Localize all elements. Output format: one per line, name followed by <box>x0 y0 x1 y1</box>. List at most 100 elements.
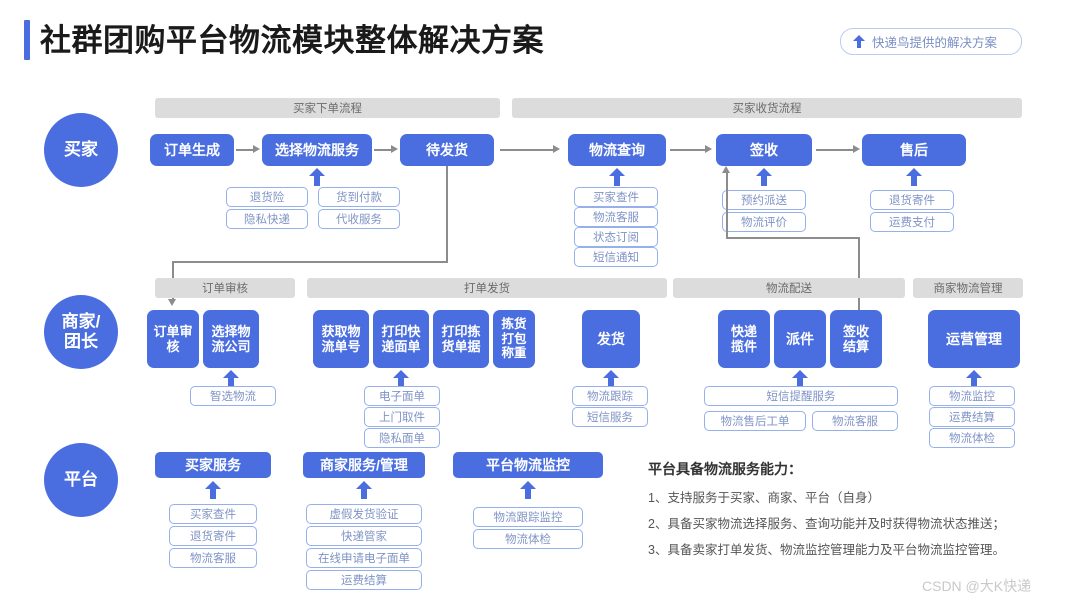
up-arrow-icon <box>309 168 325 186</box>
node-select-company[interactable]: 选择物 流公司 <box>203 310 259 368</box>
chip-freight-settlement[interactable]: 运费结算 <box>929 407 1015 427</box>
node-pick-pack-weigh[interactable]: 拣货 打包 称重 <box>493 310 535 368</box>
chip-logistics-customer-service[interactable]: 物流客服 <box>812 411 898 431</box>
node-express-pickup[interactable]: 快递 揽件 <box>718 310 770 368</box>
up-arrow-icon <box>609 168 625 186</box>
role-circle-buyer: 买家 <box>44 113 118 187</box>
chip-express-butler[interactable]: 快递管家 <box>306 526 422 546</box>
chip-online-apply-ewaybill[interactable]: 在线申请电子面单 <box>306 548 422 568</box>
band-label: 买家收货流程 <box>732 103 802 115</box>
chip-logistics-monitor[interactable]: 物流监控 <box>929 386 1015 406</box>
chip-door-pickup[interactable]: 上门取件 <box>364 407 440 427</box>
band-label: 物流配送 <box>766 283 812 295</box>
band-label: 订单审核 <box>202 283 248 295</box>
chip-logistics-aftersales-ticket[interactable]: 物流售后工单 <box>704 411 806 431</box>
connector-arrow <box>391 145 398 153</box>
connector-arrow <box>253 145 260 153</box>
role-merchant-line2: 团长 <box>64 332 98 351</box>
node-buyer-service[interactable]: 买家服务 <box>155 452 271 478</box>
connector-line <box>670 149 706 151</box>
chip-return-insurance[interactable]: 退货险 <box>226 187 308 207</box>
chip-logistics-tracking[interactable]: 物流跟踪 <box>572 386 648 406</box>
up-arrow-icon <box>603 370 619 388</box>
title-accent-bar <box>24 20 30 60</box>
chip-scheduled-delivery[interactable]: 预约派送 <box>722 190 806 210</box>
up-arrow-icon <box>756 168 772 186</box>
connector-line <box>500 149 554 151</box>
node-merchant-service[interactable]: 商家服务/管理 <box>303 452 425 478</box>
role-circle-merchant: 商家/ 团长 <box>44 295 118 369</box>
chip-return-shipment[interactable]: 退货寄件 <box>870 190 954 210</box>
band-label: 打单发货 <box>464 283 510 295</box>
node-print-picking-doc[interactable]: 打印拣 货单据 <box>433 310 489 368</box>
chip-sms-notify[interactable]: 短信通知 <box>574 247 658 267</box>
chip-logistics-review[interactable]: 物流评价 <box>722 212 806 232</box>
up-arrow-icon <box>853 35 865 48</box>
chip-sms-service[interactable]: 短信服务 <box>572 407 648 427</box>
node-order-review[interactable]: 订单审 核 <box>147 310 199 368</box>
up-arrow-icon <box>205 481 221 499</box>
band-order-review: 订单审核 <box>155 278 295 298</box>
up-arrow-icon <box>223 370 239 388</box>
band-merchant-logistics-mgmt: 商家物流管理 <box>913 278 1023 298</box>
up-arrow-icon <box>393 370 409 388</box>
watermark: CSDN @大K快递 <box>922 578 1032 594</box>
chip-logistics-checkup[interactable]: 物流体检 <box>929 428 1015 448</box>
chip-tracking-monitor[interactable]: 物流跟踪监控 <box>473 507 583 527</box>
chip-platform-logistics-support[interactable]: 物流客服 <box>169 548 257 568</box>
connector-line <box>172 261 448 263</box>
node-after-sales[interactable]: 售后 <box>862 134 966 166</box>
node-get-waybill-number[interactable]: 获取物 流单号 <box>313 310 369 368</box>
node-operation-management[interactable]: 运营管理 <box>928 310 1020 368</box>
band-print-ship: 打单发货 <box>307 278 667 298</box>
connector-arrow <box>722 166 730 173</box>
page-title: 社群团购平台物流模块整体解决方案 <box>40 23 544 58</box>
chip-collection-service[interactable]: 代收服务 <box>318 209 400 229</box>
chip-platform-buyer-track[interactable]: 买家查件 <box>169 504 257 524</box>
connector-line <box>236 149 254 151</box>
node-dispatch[interactable]: 派件 <box>774 310 826 368</box>
band-logistics-delivery: 物流配送 <box>673 278 905 298</box>
provider-badge[interactable]: 快递鸟提供的解决方案 <box>840 28 1022 55</box>
chip-logistics-support[interactable]: 物流客服 <box>574 207 658 227</box>
chip-e-waybill[interactable]: 电子面单 <box>364 386 440 406</box>
chip-sms-reminder-service[interactable]: 短信提醒服务 <box>704 386 898 406</box>
chip-platform-logistics-checkup[interactable]: 物流体检 <box>473 529 583 549</box>
chip-fake-shipment-verify[interactable]: 虚假发货验证 <box>306 504 422 524</box>
connector-line <box>858 237 860 315</box>
provider-badge-label: 快递鸟提供的解决方案 <box>872 36 998 50</box>
chip-buyer-track[interactable]: 买家查件 <box>574 187 658 207</box>
band-label: 买家下单流程 <box>293 103 362 115</box>
node-sign-settlement[interactable]: 签收 结算 <box>830 310 882 368</box>
capability-line-3: 3、具备卖家打单发货、物流监控管理能力及平台物流监控管理。 <box>648 543 1005 557</box>
capability-title: 平台具备物流服务能力： <box>648 461 802 477</box>
chip-cash-on-delivery[interactable]: 货到付款 <box>318 187 400 207</box>
node-platform-monitor[interactable]: 平台物流监控 <box>453 452 603 478</box>
connector-arrow <box>853 145 860 153</box>
up-arrow-icon <box>792 370 808 388</box>
node-select-logistics-service[interactable]: 选择物流服务 <box>262 134 372 166</box>
role-merchant-line1: 商家/ <box>61 312 101 332</box>
connector-arrow <box>168 299 176 306</box>
connector-arrow <box>705 145 712 153</box>
node-print-express-waybill[interactable]: 打印快 递面单 <box>373 310 429 368</box>
up-arrow-icon <box>966 370 982 388</box>
connector-line <box>374 149 392 151</box>
chip-smart-logistics[interactable]: 智选物流 <box>190 386 276 406</box>
chip-platform-return-shipment[interactable]: 退货寄件 <box>169 526 257 546</box>
node-order-created[interactable]: 订单生成 <box>150 134 234 166</box>
capability-line-2: 2、具备买家物流选择服务、查询功能并及时获得物流状态推送； <box>648 517 1005 531</box>
connector-line <box>446 166 448 262</box>
role-circle-platform: 平台 <box>44 443 118 517</box>
chip-platform-freight-settlement[interactable]: 运费结算 <box>306 570 422 590</box>
chip-privacy-express[interactable]: 隐私快递 <box>226 209 308 229</box>
node-sign-receipt[interactable]: 签收 <box>716 134 812 166</box>
node-ship-out[interactable]: 发货 <box>582 310 640 368</box>
node-pending-shipment[interactable]: 待发货 <box>400 134 494 166</box>
chip-freight-payment[interactable]: 运费支付 <box>870 212 954 232</box>
node-logistics-query[interactable]: 物流查询 <box>568 134 666 166</box>
up-arrow-icon <box>906 168 922 186</box>
chip-status-subscribe[interactable]: 状态订阅 <box>574 227 658 247</box>
chip-privacy-waybill[interactable]: 隐私面单 <box>364 428 440 448</box>
